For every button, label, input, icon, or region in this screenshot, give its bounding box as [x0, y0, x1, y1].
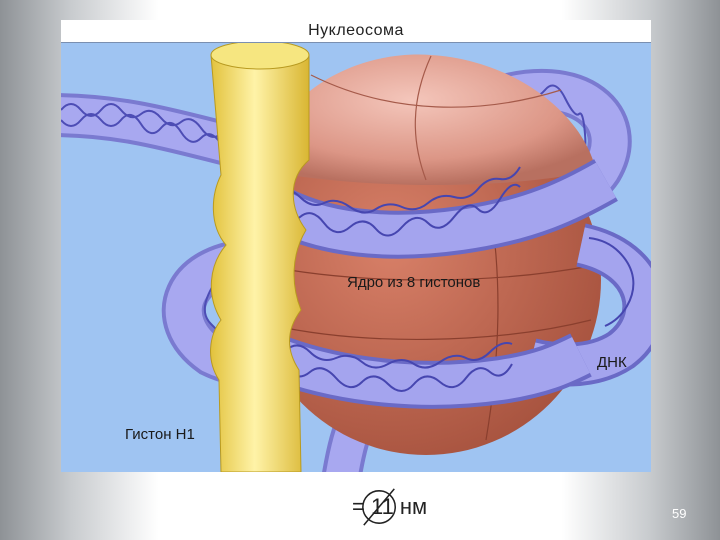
histone-h1-rod	[210, 40, 310, 472]
histone-h1-label: Гистон Н1	[125, 426, 195, 443]
nucleosome-figure: Нуклеосома Ядро из 8 гистонов ДНК Гистон…	[61, 20, 651, 472]
nucleosome-illustration	[61, 40, 651, 472]
dna-wrap-front-upper	[258, 159, 618, 259]
core-label: Ядро из 8 гистонов	[347, 274, 481, 291]
page-number: 59	[672, 506, 687, 521]
diameter-caption: = 11 нм	[352, 494, 428, 519]
figure-title: Нуклеосома	[61, 20, 651, 43]
dna-label: ДНК	[597, 354, 627, 371]
diameter-symbol-icon	[362, 488, 396, 526]
dna-wrap-front-lower	[272, 333, 592, 409]
